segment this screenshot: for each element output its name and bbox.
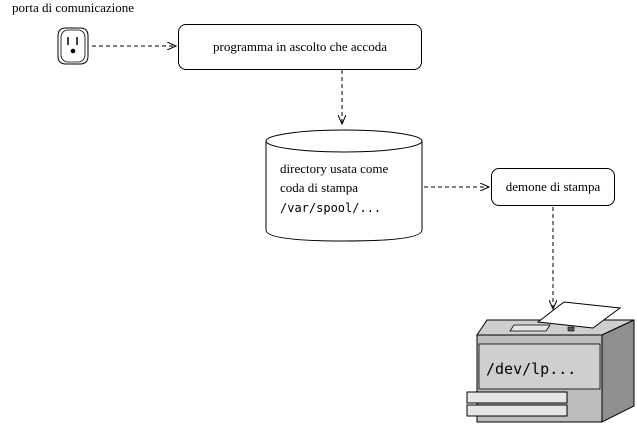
spool-directory-path: /var/spool/... <box>280 201 382 215</box>
printer-icon: /dev/lp... <box>466 301 635 423</box>
port-label: porta di comunicazione <box>12 0 135 15</box>
printer-device-label: /dev/lp... <box>486 360 576 378</box>
spool-cylinder <box>265 129 423 242</box>
print-daemon-box: demone di stampa <box>491 168 615 206</box>
print-daemon-label: demone di stampa <box>505 179 601 194</box>
listener-program-box: programma in ascolto che accoda <box>178 24 422 70</box>
socket-outlet-icon <box>57 27 89 65</box>
spool-directory-line2: coda di stampa <box>280 180 358 195</box>
spool-directory-line1: directory usata come <box>280 161 389 176</box>
listener-program-label: programma in ascolto che accoda <box>213 39 387 54</box>
